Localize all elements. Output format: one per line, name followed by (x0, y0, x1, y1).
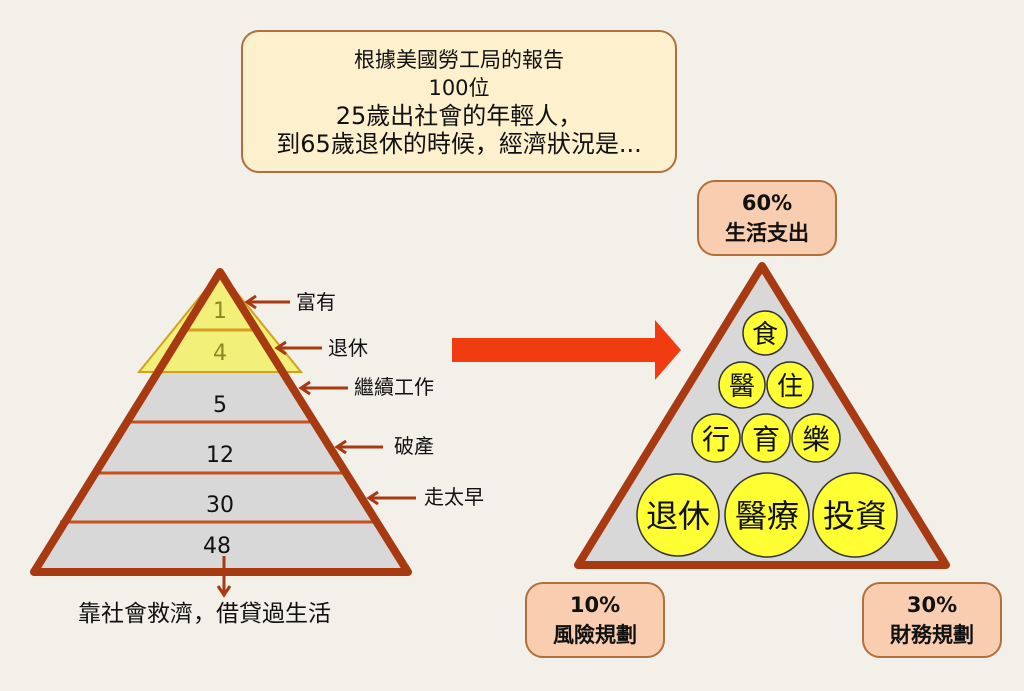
arrow-left-icon (244, 294, 290, 310)
tier-value-2: 4 (213, 341, 227, 366)
arrow-left-icon (334, 439, 383, 455)
intro-line-1: 根據美國勞工局的報告 (354, 47, 564, 72)
tier-label-keep-working: 繼續工作 (354, 375, 434, 399)
intro-line-4: 到65歲退休的時候，經濟狀況是... (276, 129, 642, 158)
circle-food: 食 (752, 320, 778, 350)
circle-transport: 行 (702, 423, 730, 456)
living-expense-label: 生活支出 (725, 221, 809, 245)
tier-label-bankrupt: 破產 (394, 434, 434, 458)
financial-planning-box: 30% 財務規劃 (862, 582, 1002, 658)
pyramid-outline (30, 268, 412, 576)
circle-education: 育 (752, 423, 780, 456)
tier-value-3: 5 (213, 393, 227, 418)
circle-entertainment: 樂 (802, 423, 830, 456)
arrow-left-icon (274, 340, 322, 356)
intro-box: 根據美國勞工局的報告 100位 25歲出社會的年輕人， 到65歲退休的時候，經濟… (241, 30, 677, 173)
pyramid-top-yellow (136, 270, 304, 373)
tier-label-welfare: 靠社會救濟，借貸過生活 (78, 601, 331, 627)
tier-value-6: 48 (203, 534, 231, 559)
circle-investment: 投資 (823, 497, 887, 535)
arrow-left-icon (298, 380, 348, 396)
intro-line-3: 25歲出社會的年輕人， (335, 101, 583, 130)
arrow-right-icon (452, 320, 681, 380)
financial-planning-percent: 30% (906, 593, 958, 617)
circle-medical: 醫 (729, 372, 755, 402)
living-expense-percent: 60% (741, 191, 793, 215)
tier-label-rich: 富有 (296, 290, 336, 314)
risk-planning-label: 風險規劃 (553, 623, 637, 647)
risk-planning-percent: 10% (569, 593, 621, 617)
intro-line-2: 100位 (428, 75, 490, 100)
tier-value-4: 12 (206, 443, 234, 468)
tier-value-5: 30 (206, 493, 234, 518)
risk-planning-box: 10% 風險規劃 (525, 582, 665, 658)
living-expense-box: 60% 生活支出 (697, 180, 837, 256)
arrow-down-icon (216, 556, 232, 598)
tier-label-died-early: 走太早 (424, 485, 484, 509)
arrow-left-icon (366, 490, 416, 506)
tier-label-retire: 退休 (328, 336, 368, 360)
circle-healthcare: 醫療 (735, 497, 799, 535)
circle-retirement: 退休 (646, 497, 710, 535)
tier-value-1: 1 (213, 299, 227, 324)
left-pyramid: 1 4 5 12 30 48 富有 退休 繼續工作 破產 走太早 靠社會救濟，借… (30, 268, 484, 627)
right-pyramid: 食 醫 住 行 育 樂 退休 醫療 投資 (574, 262, 950, 569)
circle-housing: 住 (777, 372, 803, 402)
financial-planning-label: 財務規劃 (890, 623, 974, 647)
